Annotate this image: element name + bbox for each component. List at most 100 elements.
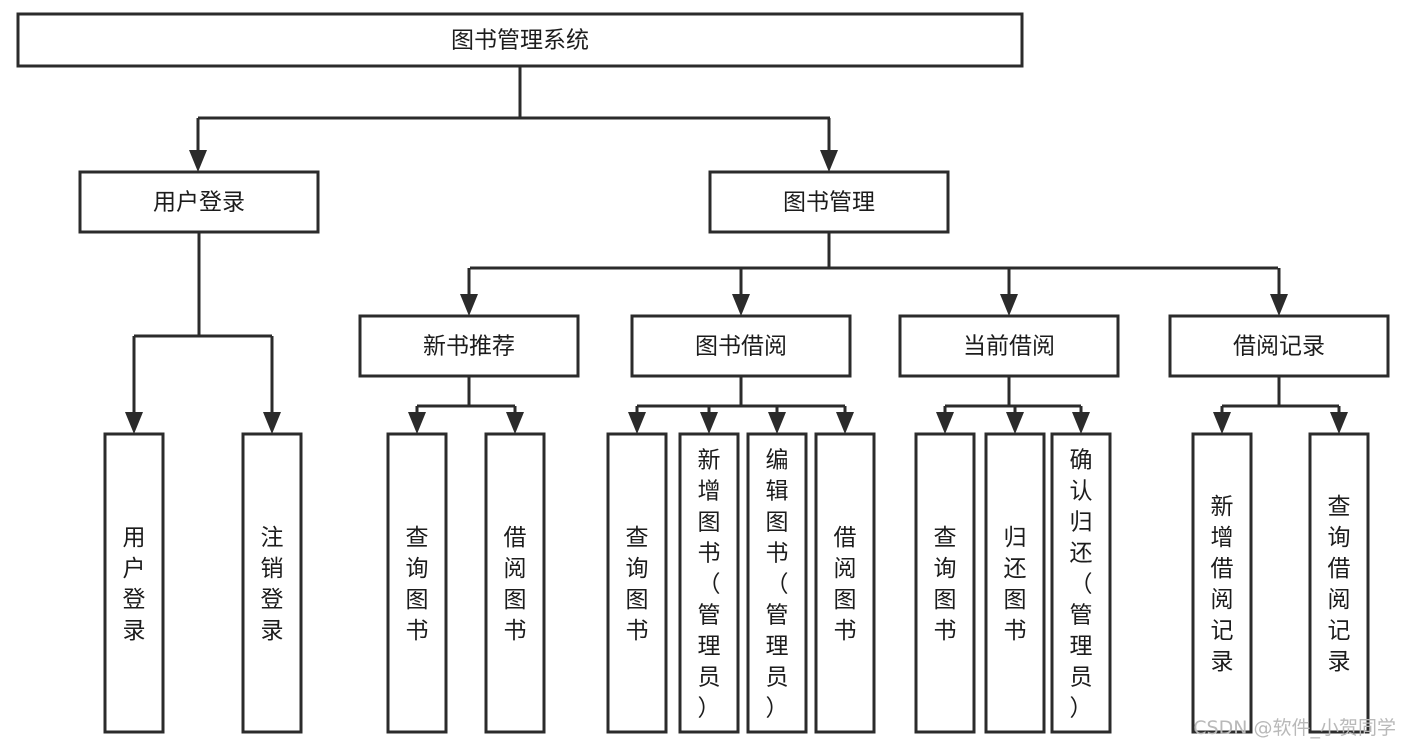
node-box-book-borrow[interactable] — [630, 314, 852, 378]
node-new-book-recommend[interactable]: 新书推荐 — [358, 314, 580, 378]
bar-new-book — [417, 376, 515, 408]
node-label-book-borrow: 图书借阅 — [695, 334, 787, 360]
node-box-leaf-query-book-3[interactable] — [914, 432, 976, 734]
arrow-borrow-record-head — [1270, 294, 1288, 316]
bar-current-borrow — [945, 376, 1081, 408]
arrow-leaf-edit-book-head — [768, 412, 786, 434]
node-leaf-return-book[interactable]: 归还图书 — [984, 432, 1046, 734]
bar-book-borrow — [637, 376, 845, 408]
node-box-current-borrow[interactable] — [898, 314, 1120, 378]
arrow-leaf-confirm-return-head — [1072, 412, 1090, 434]
arrow-leaf-edit-book — [768, 406, 786, 434]
arrow-leaf-add-record-head — [1213, 412, 1231, 434]
node-label-book-manage: 图书管理 — [783, 190, 875, 216]
node-leaf-borrow-book-2[interactable]: 借阅图书 — [814, 432, 876, 734]
node-label-leaf-borrow-book-2: 借阅图书 — [834, 525, 857, 644]
node-label-leaf-query-book-3: 查询图书 — [934, 525, 957, 644]
node-box-leaf-user-login[interactable] — [103, 432, 165, 734]
node-box-leaf-add-book[interactable] — [678, 432, 740, 734]
arrow-layer — [125, 118, 1348, 434]
node-book-borrow[interactable]: 图书借阅 — [630, 314, 852, 378]
node-box-user-login[interactable] — [78, 170, 320, 234]
node-user-login[interactable]: 用户登录 — [78, 170, 320, 234]
arrow-book-borrow — [732, 268, 750, 316]
node-leaf-add-record[interactable]: 新增借阅记录 — [1191, 432, 1253, 734]
arrow-leaf-query-record-head — [1330, 412, 1348, 434]
node-label-leaf-user-login: 用户登录 — [123, 525, 146, 644]
node-leaf-query-book-3[interactable]: 查询图书 — [914, 432, 976, 734]
arrow-leaf-query-book-1-head — [408, 412, 426, 434]
node-box-book-manage[interactable] — [708, 170, 950, 234]
arrow-leaf-logout — [263, 336, 281, 434]
node-label-new-book-recommend: 新书推荐 — [423, 334, 515, 360]
csdn-watermark: CSDN @软件_小贺同学 — [1193, 717, 1396, 739]
node-leaf-user-login[interactable]: 用户登录 — [103, 432, 165, 734]
node-label-leaf-edit-book: 编辑图书（管理员） — [766, 448, 789, 722]
node-label-leaf-return-book: 归还图书 — [1004, 525, 1027, 644]
node-box-leaf-add-record[interactable] — [1191, 432, 1253, 734]
arrow-leaf-add-record — [1213, 406, 1231, 434]
arrow-leaf-confirm-return — [1072, 406, 1090, 434]
node-current-borrow[interactable]: 当前借阅 — [898, 314, 1120, 378]
node-layer: 图书管理系统用户登录图书管理新书推荐图书借阅当前借阅借阅记录用户登录注销登录查询… — [16, 12, 1390, 734]
arrow-leaf-user-login-head — [125, 412, 143, 434]
node-leaf-query-record[interactable]: 查询借阅记录 — [1308, 432, 1370, 734]
node-root[interactable]: 图书管理系统 — [16, 12, 1024, 68]
node-box-leaf-borrow-book-2[interactable] — [814, 432, 876, 734]
node-leaf-query-book-2[interactable]: 查询图书 — [606, 432, 668, 734]
node-box-root[interactable] — [16, 12, 1024, 68]
arrow-leaf-query-book-2 — [628, 406, 646, 434]
node-box-new-book-recommend[interactable] — [358, 314, 580, 378]
bar-user-login — [134, 232, 272, 338]
arrow-borrow-record — [1270, 268, 1288, 316]
connector-layer — [134, 66, 1339, 408]
bar-root — [198, 66, 830, 120]
arrow-leaf-query-book-3-head — [936, 412, 954, 434]
node-box-leaf-edit-book[interactable] — [746, 432, 808, 734]
arrow-leaf-borrow-book-1 — [506, 406, 524, 434]
node-box-leaf-borrow-book-1[interactable] — [484, 432, 546, 734]
node-box-leaf-query-record[interactable] — [1308, 432, 1370, 734]
arrow-leaf-add-book-head — [700, 412, 718, 434]
node-label-user-login: 用户登录 — [153, 190, 245, 216]
node-leaf-logout[interactable]: 注销登录 — [241, 432, 303, 734]
node-label-leaf-confirm-return: 确认归还（管理员） — [1070, 448, 1093, 722]
arrow-leaf-query-book-1 — [408, 406, 426, 434]
node-leaf-query-book-1[interactable]: 查询图书 — [386, 432, 448, 734]
node-leaf-edit-book[interactable]: 编辑图书（管理员） — [746, 432, 808, 734]
node-box-leaf-query-book-2[interactable] — [606, 432, 668, 734]
arrow-leaf-query-book-3 — [936, 406, 954, 434]
node-box-leaf-return-book[interactable] — [984, 432, 1046, 734]
node-box-leaf-query-book-1[interactable] — [386, 432, 448, 734]
arrow-book-manage — [820, 118, 838, 172]
node-box-leaf-confirm-return[interactable] — [1050, 432, 1112, 734]
node-leaf-add-book[interactable]: 新增图书（管理员） — [678, 432, 740, 734]
bar-book-manage — [470, 232, 1278, 270]
node-borrow-record[interactable]: 借阅记录 — [1168, 314, 1390, 378]
arrow-user-login — [189, 118, 207, 172]
node-leaf-confirm-return[interactable]: 确认归还（管理员） — [1050, 432, 1112, 734]
node-box-borrow-record[interactable] — [1168, 314, 1390, 378]
arrow-leaf-return-book — [1006, 406, 1024, 434]
arrow-leaf-borrow-book-2-head — [836, 412, 854, 434]
arrow-leaf-add-book — [700, 406, 718, 434]
node-label-current-borrow: 当前借阅 — [963, 334, 1055, 360]
bar-borrow-record — [1222, 376, 1339, 408]
node-label-leaf-borrow-book-1: 借阅图书 — [504, 525, 527, 644]
node-book-manage[interactable]: 图书管理 — [708, 170, 950, 234]
node-label-leaf-query-record: 查询借阅记录 — [1328, 494, 1351, 675]
arrow-leaf-query-book-2-head — [628, 412, 646, 434]
node-box-leaf-logout[interactable] — [241, 432, 303, 734]
arrow-current-borrow — [1000, 268, 1018, 316]
node-label-borrow-record: 借阅记录 — [1233, 334, 1325, 360]
arrow-user-login-head — [189, 150, 207, 172]
watermark-layer: CSDN @软件_小贺同学 — [1193, 717, 1396, 739]
arrow-leaf-borrow-book-1-head — [506, 412, 524, 434]
arrow-new-book-recommend — [460, 268, 478, 316]
node-label-leaf-query-book-1: 查询图书 — [406, 525, 429, 644]
node-label-leaf-add-record: 新增借阅记录 — [1211, 494, 1234, 675]
node-label-leaf-query-book-2: 查询图书 — [626, 525, 649, 644]
node-leaf-borrow-book-1[interactable]: 借阅图书 — [484, 432, 546, 734]
arrow-book-borrow-head — [732, 294, 750, 316]
